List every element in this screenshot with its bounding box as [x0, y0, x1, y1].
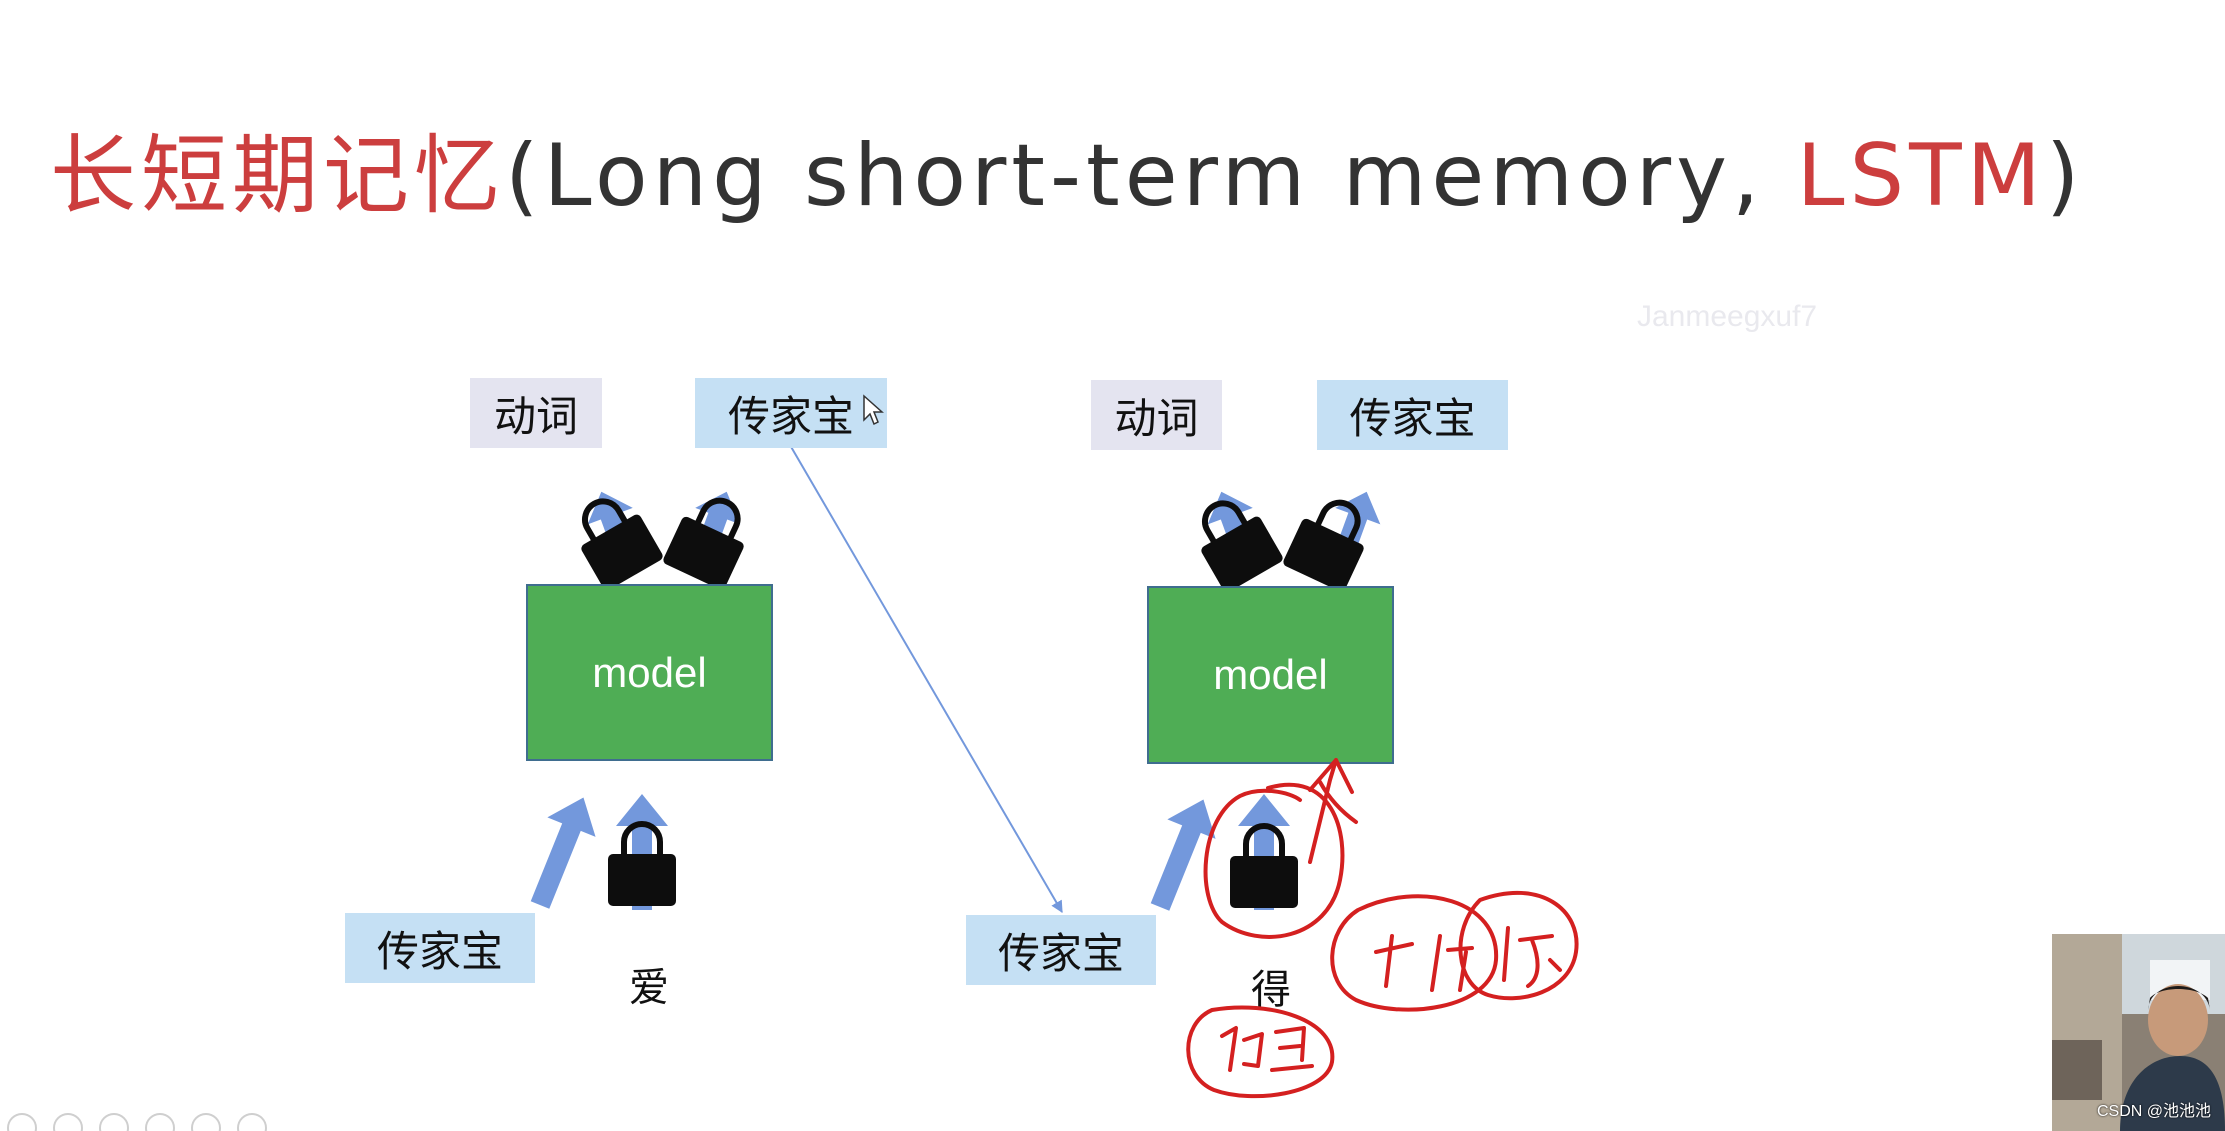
input-state-box-right: 传家宝 [966, 915, 1156, 985]
annotation-circle-middle [1330, 894, 1499, 1012]
slide-progress-dots [7, 1113, 267, 1131]
input-word-left: 爱 [629, 965, 669, 1011]
input-word-arrow-right [1238, 794, 1290, 910]
annotation-scribble-3 [1220, 1026, 1314, 1072]
model-box-right: model [1147, 586, 1394, 764]
footer-credit: CSDN @池池池 [2096, 1103, 2211, 1120]
watermark: Janmeegxuf7 [1637, 300, 1818, 333]
input-word-arrow-left [616, 794, 668, 910]
title-abbreviation: LSTM [1796, 126, 2046, 226]
output-verb-box-right: 动词 [1091, 380, 1222, 450]
input-word-right: 得 [1251, 967, 1291, 1013]
annotation-scribble-2 [1502, 926, 1562, 988]
title-chinese: 长短期记忆 [50, 126, 505, 226]
input-state-arrow-right [1150, 799, 1216, 911]
annotation-stroke-up [1308, 758, 1338, 864]
annotation-circle-lock [1203, 782, 1345, 939]
output-noun-box-left: 传家宝 [695, 378, 887, 448]
memory-connector-arrow [789, 444, 1063, 914]
webcam-thumbnail [2052, 934, 2225, 1131]
output-noun-box-right: 传家宝 [1317, 380, 1508, 450]
slide-title: 长短期记忆(Long short-term memory, LSTM) [50, 105, 2084, 230]
model-box-left: model [526, 584, 773, 761]
title-open-paren: ( [505, 126, 544, 226]
annotation-squiggle [1318, 780, 1358, 824]
input-state-box-left: 传家宝 [345, 913, 535, 983]
output-verb-box-left: 动词 [470, 378, 602, 448]
mouse-cursor-icon [863, 394, 884, 426]
title-close-paren: ) [2045, 126, 2085, 226]
annotation-circle-bottom [1186, 1005, 1335, 1099]
title-english: Long short-term memory, [543, 126, 1797, 226]
annotation-arrowhead [1308, 758, 1354, 794]
annotation-circle-right [1458, 890, 1579, 1001]
input-state-arrow-left [530, 797, 596, 909]
annotation-scribble-1 [1374, 934, 1474, 992]
